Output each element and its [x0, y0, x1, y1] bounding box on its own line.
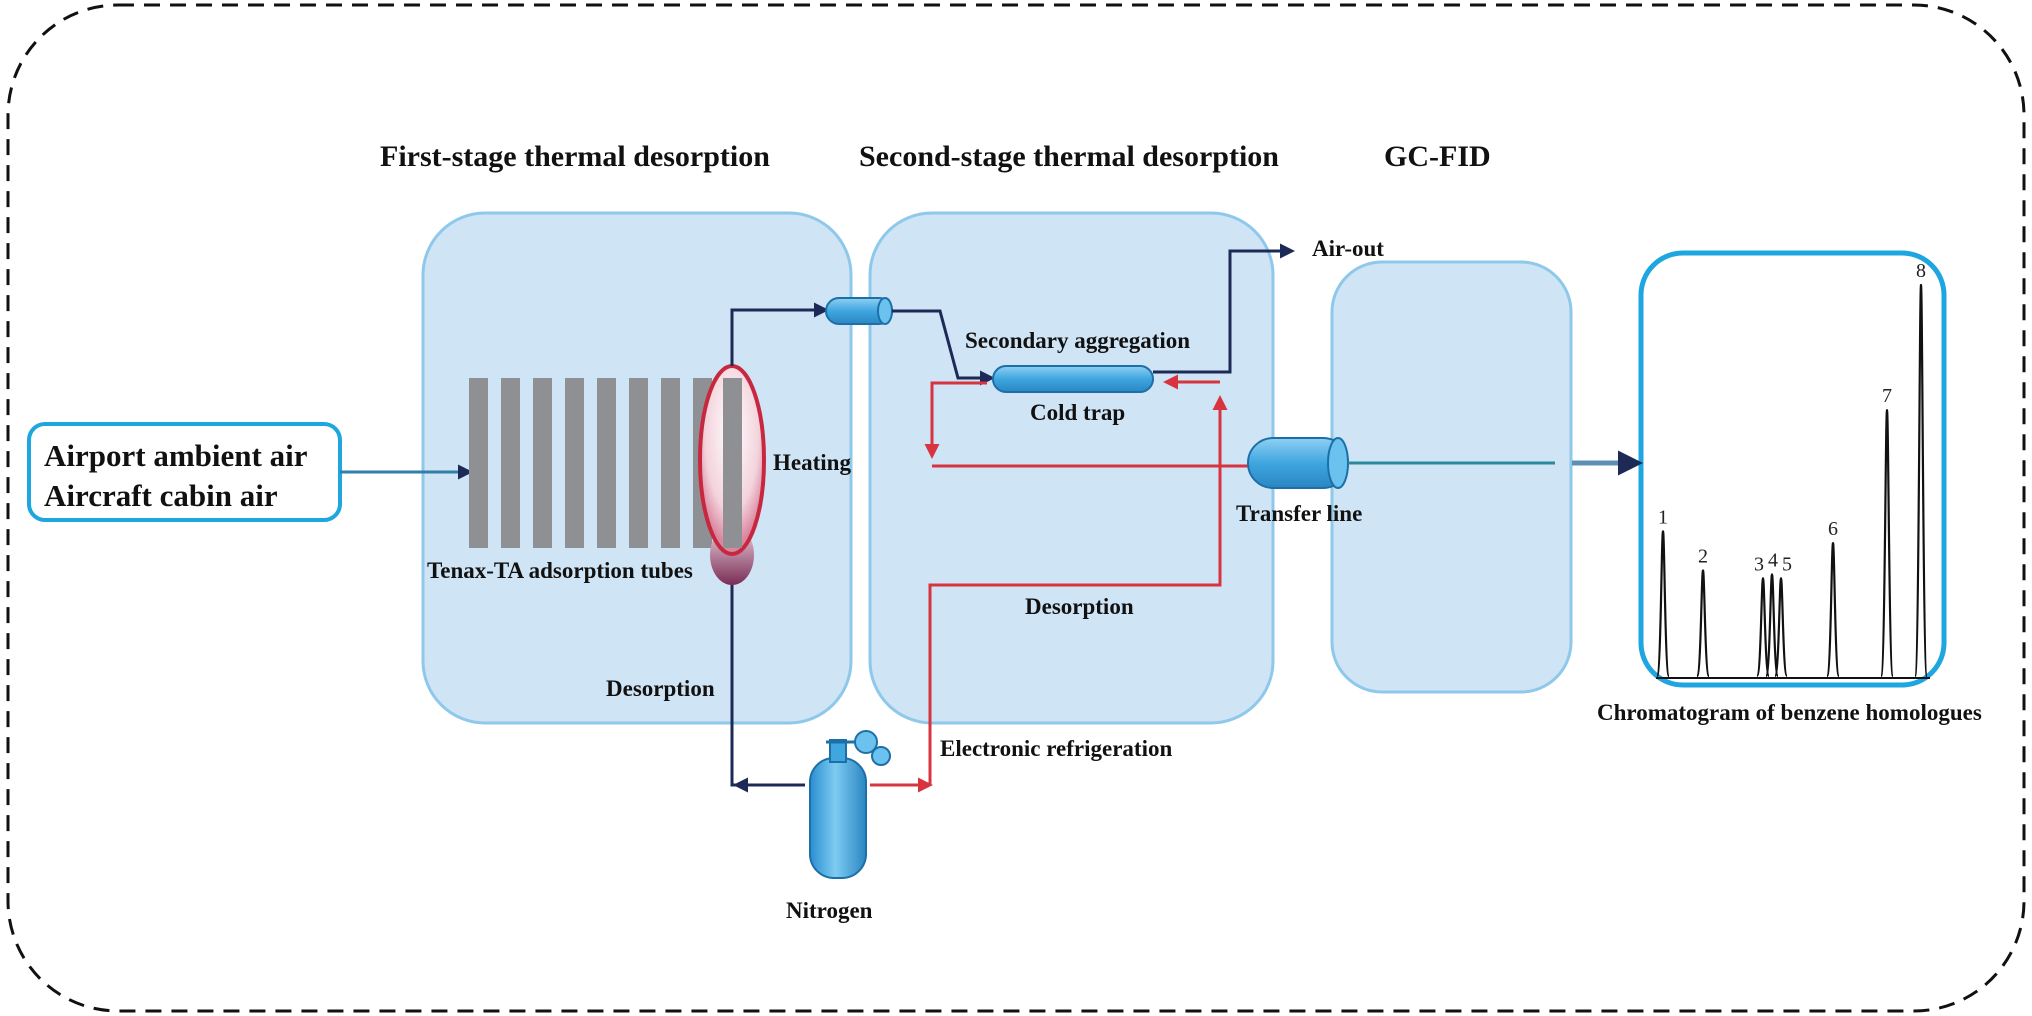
heated-tube [723, 378, 742, 548]
desorption-red-loop [928, 395, 1228, 785]
tenax-label: Tenax-TA adsorption tubes [427, 558, 693, 583]
desorption-mid-label: Desorption [1025, 594, 1134, 619]
adsorption-tube [597, 378, 616, 548]
chromatogram-peak-label: 8 [1916, 260, 1926, 282]
chromatogram-peak [1913, 283, 1929, 678]
air-out-label: Air-out [1312, 236, 1384, 261]
adsorption-tube [469, 378, 488, 548]
chromatogram-peak [1825, 541, 1841, 678]
chromatogram-peak-label: 7 [1882, 385, 1892, 407]
cold-trap-left-red [924, 381, 987, 459]
nitrogen-cylinder-icon [809, 730, 891, 879]
stage-title-first: First-stage thermal desorption [380, 140, 770, 173]
panel-gc-fid [1330, 260, 1573, 694]
outer-dashed-frame [6, 3, 2026, 1013]
chromatogram-peak [1695, 569, 1711, 678]
nitrogen-label: Nitrogen [786, 898, 873, 923]
desorption-left-label: Desorption [606, 676, 715, 701]
stage-title-gc: GC-FID [1384, 140, 1491, 173]
chromatogram-peak-label: 6 [1828, 518, 1838, 540]
adsorption-tube [565, 378, 584, 548]
panel-chromatogram [1638, 250, 1947, 688]
chromatogram-peak-label: 5 [1782, 553, 1792, 575]
heating-to-top-line [730, 302, 829, 366]
chromatogram-peak [1879, 409, 1895, 678]
chromatogram-peak-label: 2 [1698, 545, 1708, 567]
cold-trap [992, 365, 1154, 393]
adsorption-tube [533, 378, 552, 548]
air-out-line [1153, 243, 1295, 374]
chromatogram-peak-label: 1 [1658, 506, 1668, 528]
chromatogram-label: Chromatogram of benzene homologues [1597, 700, 1982, 725]
chromatogram-peak [1764, 573, 1780, 678]
input-line-1: Airport ambient air [44, 438, 308, 473]
top-cylinder-cap [877, 297, 893, 325]
chromatogram-peak-label: 3 [1754, 553, 1764, 575]
chromatogram-peak-label: 4 [1768, 549, 1778, 571]
electronic-refrigeration-label: Electronic refrigeration [940, 736, 1172, 761]
chromatogram-peak [1773, 577, 1789, 678]
cylinder-to-cold-trap-line [892, 309, 995, 386]
cold-trap-label: Cold trap [1030, 400, 1125, 425]
chromatogram-peak [1655, 530, 1671, 678]
adsorption-tube [501, 378, 520, 548]
input-line-2: Aircraft cabin air [44, 478, 278, 513]
adsorption-tube [661, 378, 680, 548]
transfer-line-label: Transfer line [1236, 501, 1362, 526]
stage-title-second: Second-stage thermal desorption [859, 140, 1279, 173]
transfer-line-cap [1327, 437, 1349, 489]
secondary-aggregation-label: Secondary aggregation [965, 328, 1190, 353]
chromatogram-peak [1755, 577, 1771, 678]
heating-label: Heating [773, 450, 851, 475]
adsorption-tube [629, 378, 648, 548]
